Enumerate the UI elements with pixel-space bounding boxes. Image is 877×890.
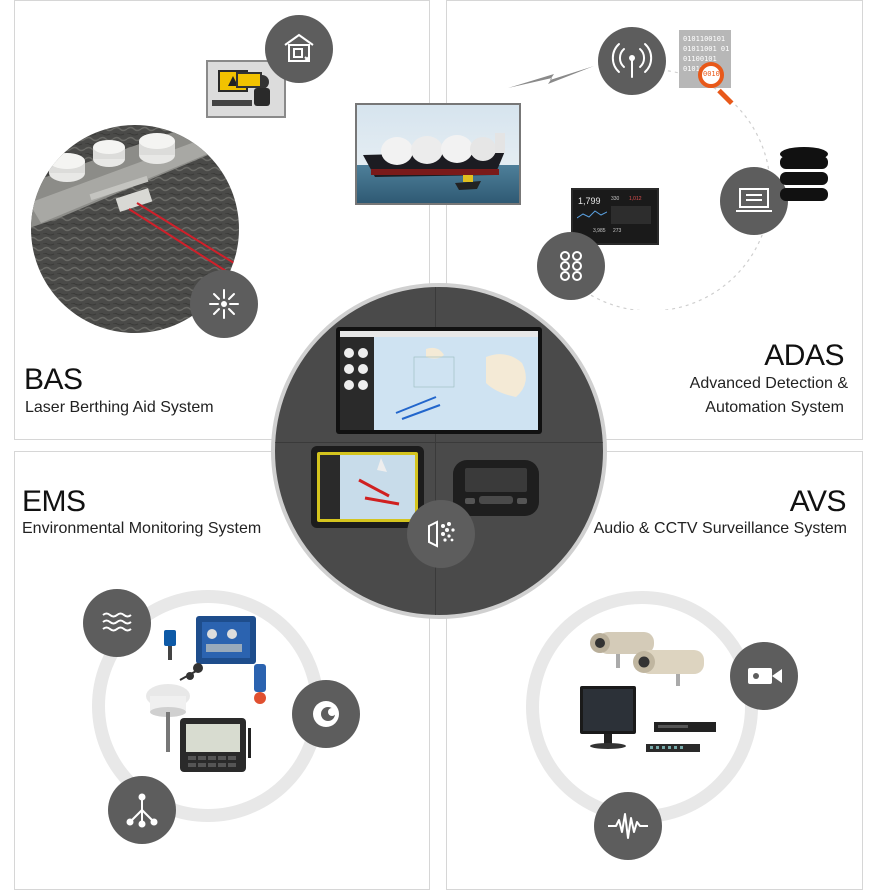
- ems-subtitle: Environmental Monitoring System: [22, 520, 262, 537]
- dashboard-value: 273: [613, 228, 622, 234]
- binary-line: 0101100101: [683, 35, 726, 43]
- laser-burst-icon: [190, 270, 258, 338]
- ems-title: EMS: [22, 485, 86, 518]
- wireless-bolt: [508, 66, 594, 88]
- adas-title: ADAS: [764, 339, 844, 372]
- cctv-equipment: [580, 632, 716, 752]
- pager-device: [453, 460, 539, 516]
- dashboard-monitor: 1,799 330 1,012 3,985 273: [571, 188, 659, 245]
- speaker-burst-icon: [407, 500, 475, 568]
- dashboard-value: 1,012: [629, 196, 642, 202]
- adas-subtitle-line2: Automation System: [705, 399, 844, 416]
- tablet-display: [311, 446, 424, 528]
- dashboard-value: 1,799: [578, 196, 601, 206]
- camera-icon: [730, 642, 798, 710]
- bas-subtitle: Laser Berthing Aid System: [25, 399, 214, 416]
- dashboard-value: 330: [611, 196, 620, 202]
- weather-station-equipment: [146, 616, 266, 772]
- tree-nodes-icon: [108, 776, 176, 844]
- hub-divider-h: [275, 442, 603, 443]
- database-icon: [780, 147, 828, 201]
- network-nodes-icon: [537, 232, 605, 300]
- dashboard-value: 3,985: [593, 228, 606, 234]
- binary-line: 01100101: [683, 55, 717, 63]
- operator-workstation-image: [206, 60, 286, 118]
- bas-title: BAS: [24, 363, 83, 396]
- avs-title: AVS: [789, 485, 847, 518]
- house-remote-icon: [265, 15, 333, 83]
- avs-subtitle: Audio & CCTV Surveillance System: [593, 520, 847, 537]
- magnifier-text: 0010: [703, 70, 720, 78]
- binary-line: 01011001 01: [683, 45, 730, 53]
- hub-divider-v: [435, 287, 436, 615]
- laptop-list-icon: [720, 167, 788, 235]
- search-magnifier-icon: 0010: [698, 62, 724, 88]
- spiral-icon: [292, 680, 360, 748]
- antenna-icon: [598, 27, 666, 95]
- adas-subtitle-line1: Advanced Detection &: [689, 375, 848, 392]
- lng-carrier-image: [355, 103, 521, 205]
- audio-wave-icon: [594, 792, 662, 860]
- waves-icon: [83, 589, 151, 657]
- vessel-tracking-screen: [336, 327, 542, 434]
